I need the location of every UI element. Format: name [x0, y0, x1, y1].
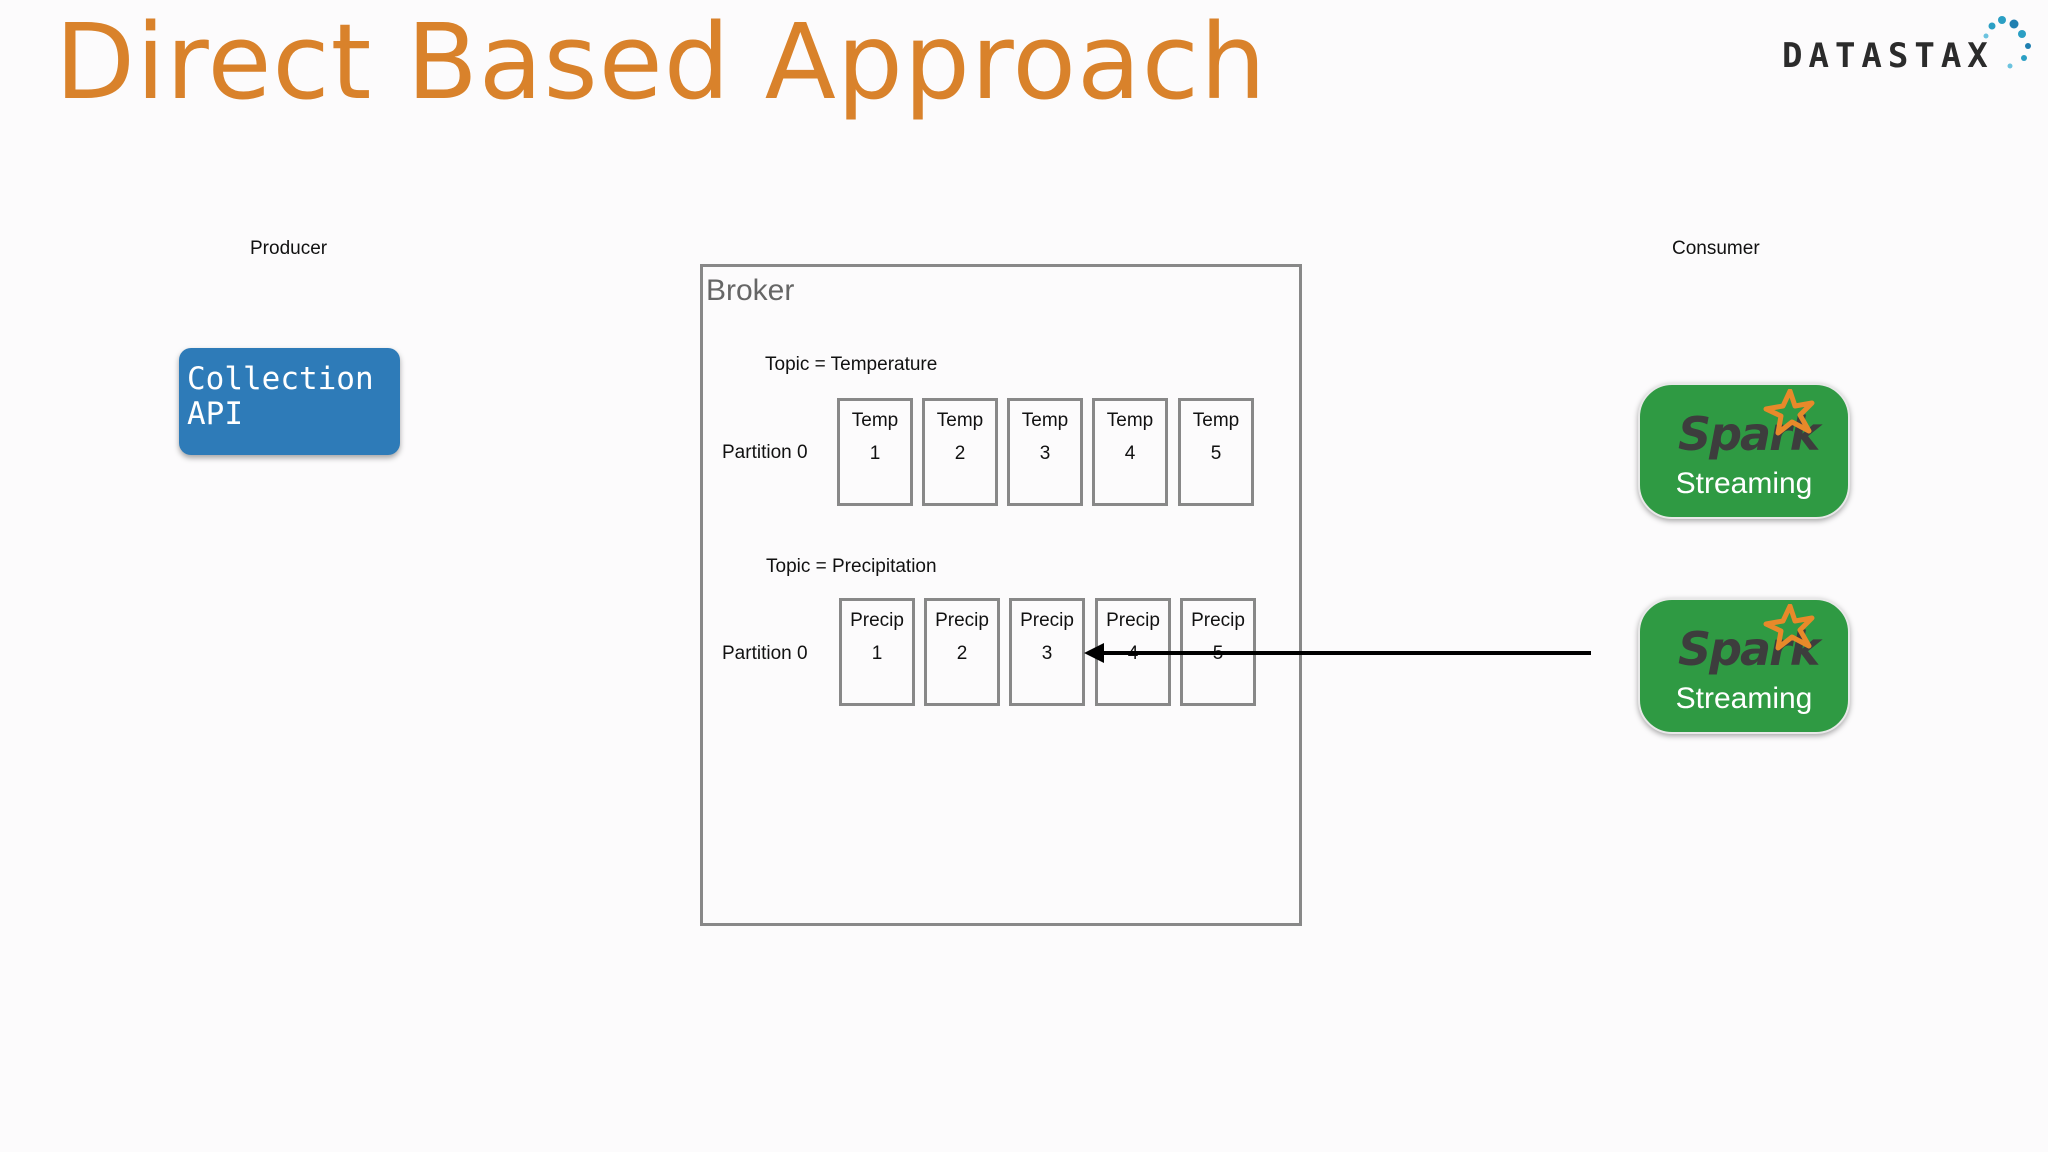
precip-message-index: 2 — [956, 643, 968, 664]
temp-message-index: 2 — [954, 443, 966, 464]
partition-temperature-label: Partition 0 — [722, 442, 808, 463]
temp-message-5: Temp 5 — [1178, 398, 1254, 506]
spark-wordmark: Spark — [1678, 407, 1820, 461]
datastax-logo: DATASTAX — [1778, 14, 2038, 84]
precip-message-name: Precip — [850, 610, 904, 631]
spark-subtitle: Streaming — [1675, 467, 1813, 500]
temp-message-index: 4 — [1124, 443, 1136, 464]
temp-message-2: Temp 2 — [922, 398, 998, 506]
spark-star-icon — [1763, 604, 1815, 651]
temp-message-1: Temp 1 — [837, 398, 913, 506]
temp-message-name: Temp — [851, 410, 899, 431]
collection-api-line-1: Collection — [187, 361, 374, 397]
temp-message-name: Temp — [1106, 410, 1154, 431]
spark-streaming-box-2: Spark Streaming — [1638, 598, 1850, 734]
partition-precipitation-label: Partition 0 — [722, 643, 808, 664]
logo-wordmark: DATASTAX — [1782, 36, 1994, 76]
consumer-label: Consumer — [1672, 238, 1760, 259]
temp-message-name: Temp — [1021, 410, 1069, 431]
precip-message-name: Precip — [1020, 610, 1074, 631]
temp-message-index: 3 — [1039, 443, 1051, 464]
temp-message-name: Temp — [936, 410, 984, 431]
precip-message-index: 3 — [1041, 643, 1053, 664]
precip-message-name: Precip — [935, 610, 989, 631]
temp-message-4: Temp 4 — [1092, 398, 1168, 506]
precip-message-name: Precip — [1191, 610, 1245, 631]
spark-star-icon — [1763, 389, 1815, 436]
producer-label: Producer — [250, 238, 328, 259]
broker-box — [700, 264, 1302, 926]
precip-message-2: Precip 2 — [924, 598, 1000, 706]
temp-message-3: Temp 3 — [1007, 398, 1083, 506]
precip-message-index: 1 — [871, 643, 883, 664]
precip-message-name: Precip — [1106, 610, 1160, 631]
precip-message-1: Precip 1 — [839, 598, 915, 706]
topic-temperature-label: Topic = Temperature — [765, 354, 938, 375]
slide-title: Direct Based Approach — [55, 1, 1267, 123]
temp-message-name: Temp — [1192, 410, 1240, 431]
logo-dots-icon — [1983, 16, 2031, 69]
temp-message-index: 5 — [1210, 443, 1222, 464]
topic-precipitation-label: Topic = Precipitation — [766, 556, 937, 577]
spark-wordmark: Spark — [1678, 622, 1820, 676]
spark-subtitle: Streaming — [1675, 682, 1813, 715]
broker-title: Broker — [706, 274, 795, 307]
collection-api-line-2: API — [187, 396, 243, 432]
spark-streaming-box-1: Spark Streaming — [1638, 383, 1850, 519]
precip-message-3: Precip 3 — [1009, 598, 1085, 706]
collection-api-box: Collection API — [179, 348, 400, 455]
temp-message-index: 1 — [869, 443, 881, 464]
